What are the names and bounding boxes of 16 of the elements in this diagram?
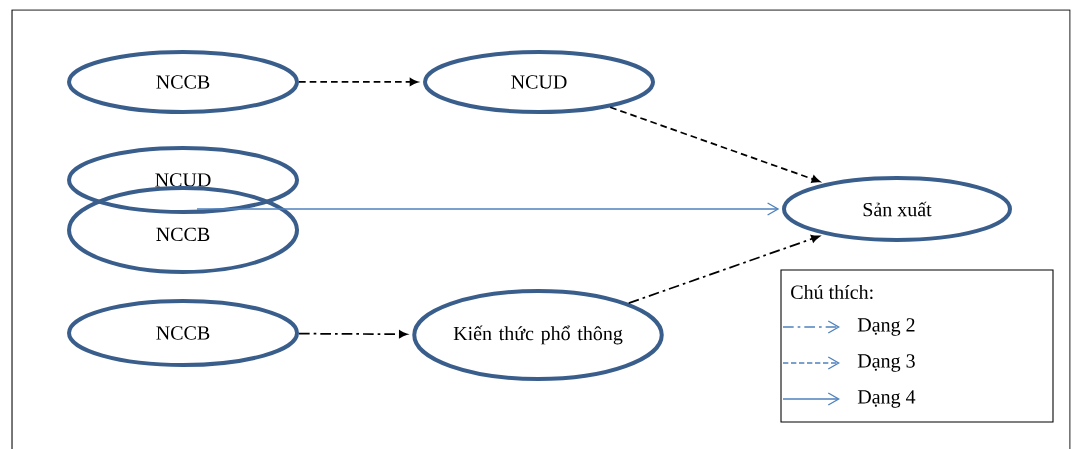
legend-title: Chú thích: (791, 284, 873, 300)
ellipse-node: NCUD (423, 50, 655, 114)
arrow (609, 106, 821, 183)
ellipse-node: Sản xuất (782, 176, 1012, 242)
legend-text: Dạng 3 (857, 354, 915, 372)
ellipse-node: NCCB (67, 186, 299, 274)
ellipse-node: NCCB (67, 50, 299, 114)
arrow (298, 330, 408, 339)
ellipse-node: Kiến thức phổ thông (412, 289, 664, 381)
ellipse-node: NCCB (67, 299, 299, 367)
ellipse-node: NCUD (67, 146, 299, 214)
arrow (627, 234, 820, 304)
legend-text: Dạng 2 (857, 318, 915, 336)
arrow (196, 202, 780, 216)
legend-text: Dạng 4 (857, 390, 916, 408)
arrow (298, 78, 419, 86)
